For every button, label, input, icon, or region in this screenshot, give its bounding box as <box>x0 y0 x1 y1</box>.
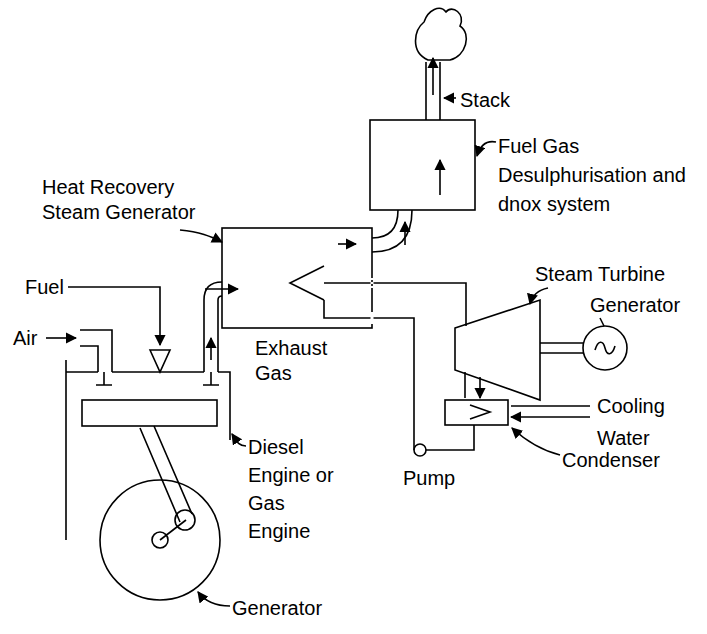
fgd-box <box>370 120 475 210</box>
part-label: Pump <box>403 466 455 491</box>
leader-arrow <box>477 142 496 156</box>
flow-arrow <box>338 243 356 245</box>
leader-arrow <box>444 97 456 99</box>
exhaust-pipe <box>204 282 222 372</box>
feedwater-line <box>324 300 414 450</box>
part-label: Heat Recovery Steam Generator <box>42 175 212 225</box>
part-label: Fuel <box>25 275 64 300</box>
turbine-body <box>455 300 540 400</box>
ac-symbol <box>595 342 615 354</box>
flow-arrow <box>432 58 434 95</box>
flow-arrow <box>439 160 441 195</box>
pipe-gap <box>371 276 374 290</box>
pipe-gap <box>371 276 373 290</box>
generator-shaft <box>540 343 583 353</box>
leader-arrow <box>530 288 548 304</box>
part-label: Generator <box>590 293 680 318</box>
flow-arrow <box>205 288 238 290</box>
engine-valve <box>96 372 219 385</box>
engine-block <box>66 360 230 540</box>
leader-arrow <box>198 592 230 606</box>
pipe-gap <box>371 312 374 324</box>
part-label: Exhaust Gas <box>255 336 365 386</box>
crank-arm <box>160 520 186 540</box>
condensate-line <box>426 425 474 450</box>
heat-exchanger-coil <box>290 266 324 300</box>
engine-piston <box>82 400 217 426</box>
condenser-coil <box>470 405 490 419</box>
steam-line <box>324 283 466 326</box>
part-label: Fuel Gas Desulphurisation and dnox syste… <box>498 132 693 219</box>
air-arrow <box>46 337 76 339</box>
part-label: Air <box>13 326 37 351</box>
part-label: Generator <box>232 596 322 621</box>
part-label: Steam Turbine <box>535 262 665 287</box>
flue-duct <box>372 210 412 252</box>
hrsg-box <box>222 228 372 328</box>
condenser-box <box>445 400 508 425</box>
fuel-line <box>68 287 160 345</box>
part-label: Stack <box>460 88 510 113</box>
fuel-injector <box>150 350 170 372</box>
flow-arrow <box>465 372 480 398</box>
generator-symbol <box>583 326 627 370</box>
leader-line <box>600 318 604 326</box>
flywheel-generator <box>100 480 220 600</box>
leader-arrow <box>180 230 222 242</box>
flow-arrow <box>404 222 406 245</box>
part-label: Diesel Engine or Gas Engine <box>248 433 343 545</box>
flow-arrow <box>210 338 212 360</box>
pump-symbol <box>414 444 426 456</box>
leader-arrow <box>232 434 246 446</box>
part-label: Cooling Water <box>597 390 679 454</box>
smoke-plume <box>416 8 467 60</box>
connecting-rod <box>140 426 192 522</box>
part-label: Condenser <box>562 448 660 473</box>
leader-arrow <box>512 428 560 455</box>
air-intake <box>80 330 112 372</box>
cooling-water-arrow <box>511 406 590 417</box>
